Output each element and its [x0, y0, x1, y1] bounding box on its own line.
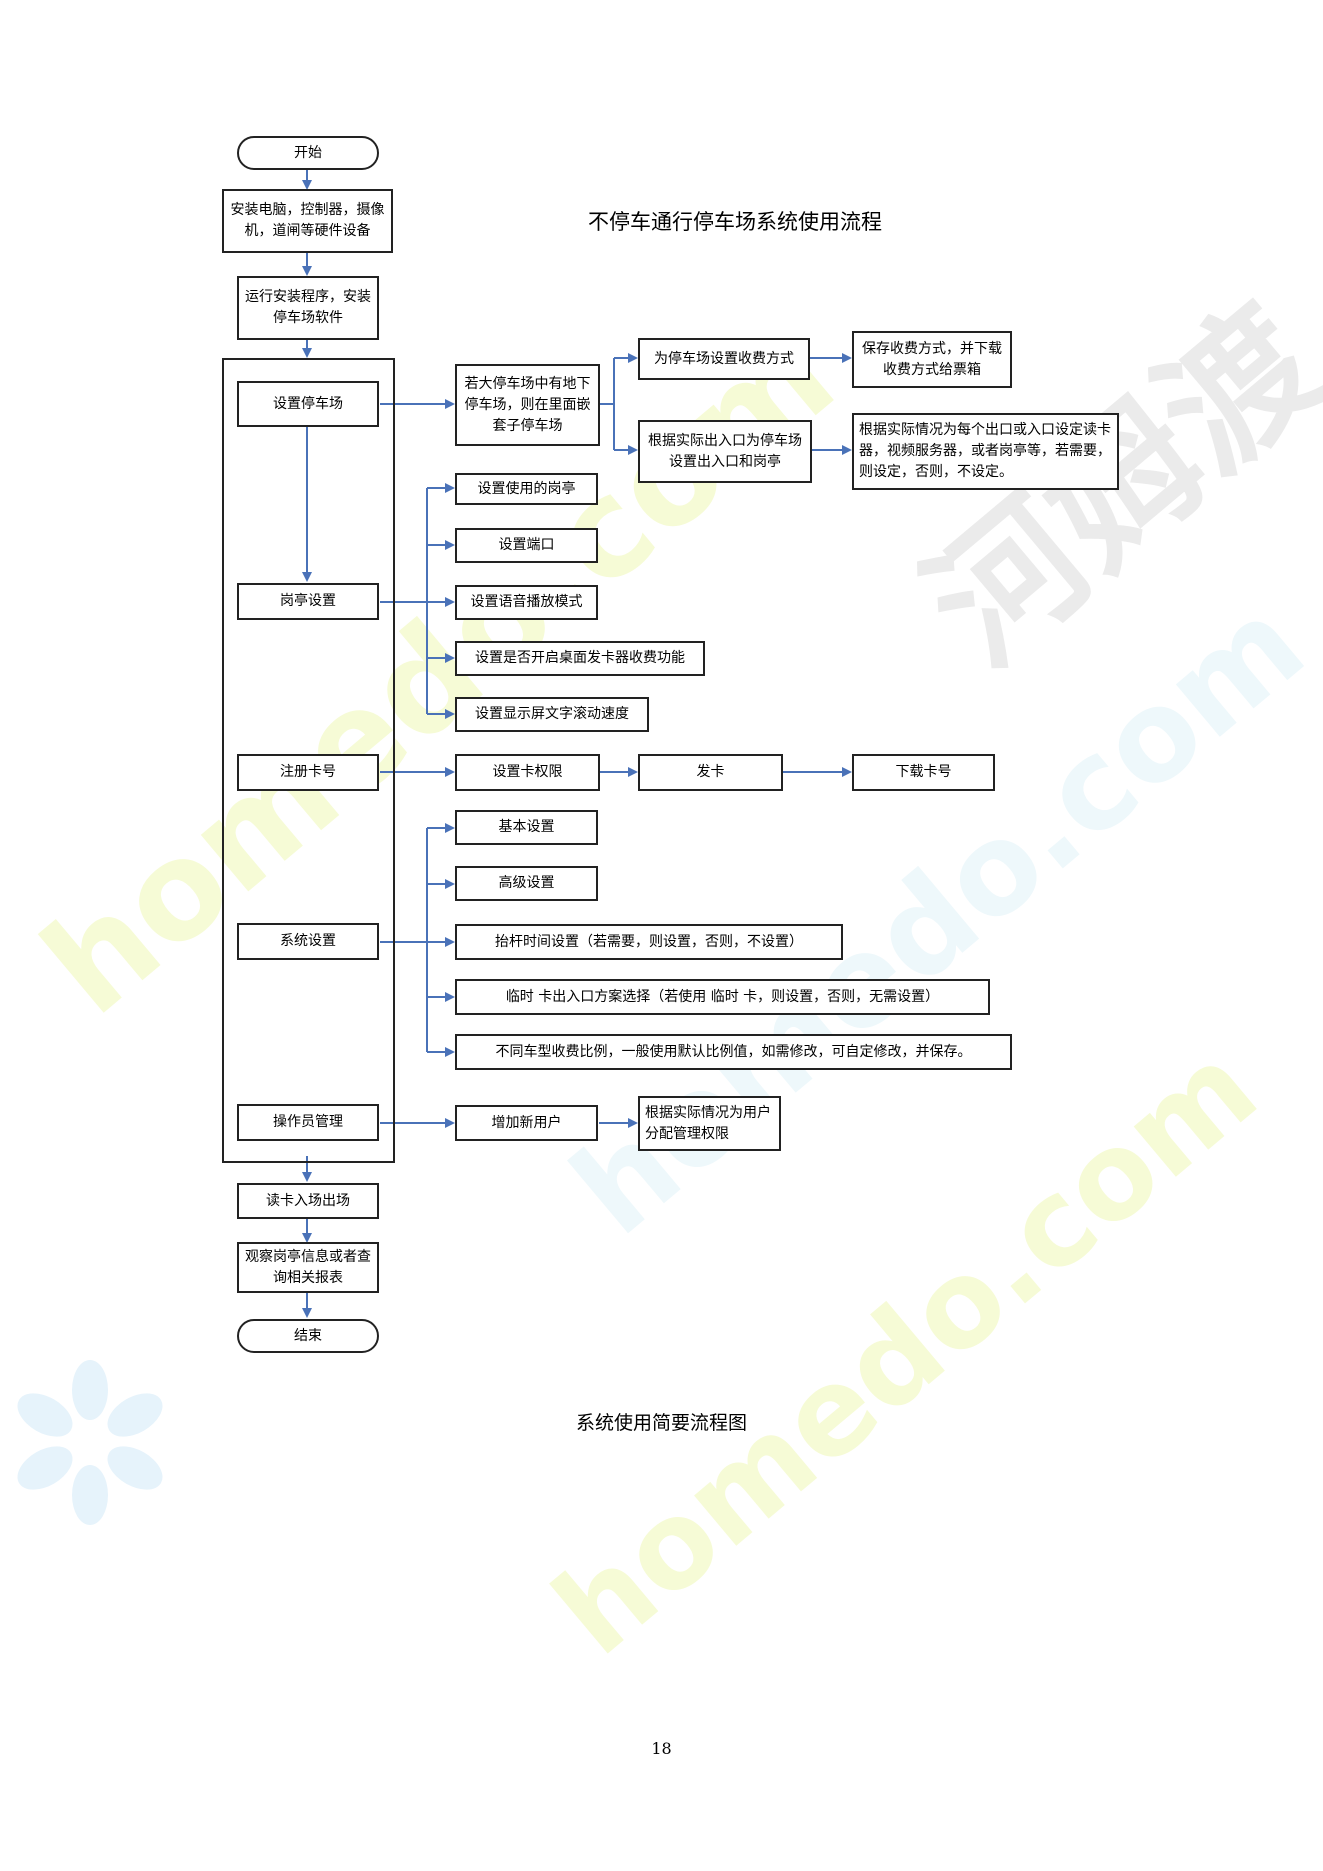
- node-sys-basic: 基本设置: [455, 810, 598, 845]
- node-assign-permission: 根据实际情况为用户分配管理权限: [638, 1096, 781, 1151]
- node-read-card: 读卡入场出场: [237, 1183, 379, 1219]
- node-issue-card: 发卡: [638, 754, 783, 791]
- node-card-permission: 设置卡权限: [455, 754, 600, 791]
- node-booth-voice: 设置语音播放模式: [455, 585, 598, 620]
- node-booth-scroll: 设置显示屏文字滚动速度: [455, 697, 649, 732]
- node-set-exits: 根据实际出入口为停车场设置出入口和岗亭: [638, 420, 812, 483]
- page-number: 18: [651, 1739, 672, 1758]
- node-sub-parking-lot: 若大停车场中有地下停车场，则在里面嵌套子停车场: [455, 364, 600, 446]
- node-system-settings: 系统设置: [237, 923, 379, 960]
- node-set-fee-mode: 为停车场设置收费方式: [638, 338, 810, 380]
- node-booth-dispenser: 设置是否开启桌面发卡器收费功能: [455, 641, 705, 676]
- diagram-title: 不停车通行停车场系统使用流程: [588, 210, 882, 234]
- node-add-user: 增加新用户: [455, 1105, 598, 1141]
- node-end: 结束: [237, 1319, 379, 1353]
- node-download-card: 下载卡号: [852, 754, 995, 791]
- node-booth-used: 设置使用的岗亭: [455, 473, 598, 505]
- node-sys-temp-card: 临时 卡出入口方案选择（若使用 临时 卡，则设置，否则，无需设置）: [455, 979, 990, 1015]
- node-set-parking-lot: 设置停车场: [237, 381, 379, 427]
- node-booth-settings: 岗亭设置: [237, 583, 379, 620]
- node-install-software: 运行安装程序，安装停车场软件: [237, 276, 379, 340]
- node-start: 开始: [237, 136, 379, 170]
- node-set-readers: 根据实际情况为每个出口或入口设定读卡器，视频服务器，或者岗亭等，若需要，则设定，…: [852, 413, 1119, 490]
- node-install-hardware: 安装电脑，控制器，摄像机，道闸等硬件设备: [222, 189, 393, 253]
- node-sys-fee-ratio: 不同车型收费比例，一般使用默认比例值，如需修改，可自定修改，并保存。: [455, 1034, 1012, 1070]
- watermark-flower-icon: [17, 1360, 163, 1525]
- node-operator-management: 操作员管理: [237, 1104, 379, 1141]
- settings-group-frame: [222, 358, 395, 1163]
- node-save-fee-mode: 保存收费方式，并下载收费方式给票箱: [852, 331, 1012, 388]
- node-register-card: 注册卡号: [237, 754, 379, 791]
- node-sys-advanced: 高级设置: [455, 866, 598, 901]
- node-sys-barrier-time: 抬杆时间设置（若需要，则设置，否则，不设置）: [455, 924, 843, 960]
- node-observe-reports: 观察岗亭信息或者查询相关报表: [237, 1242, 379, 1293]
- node-booth-port: 设置端口: [455, 528, 598, 563]
- figure-caption: 系统使用简要流程图: [575, 1412, 747, 1434]
